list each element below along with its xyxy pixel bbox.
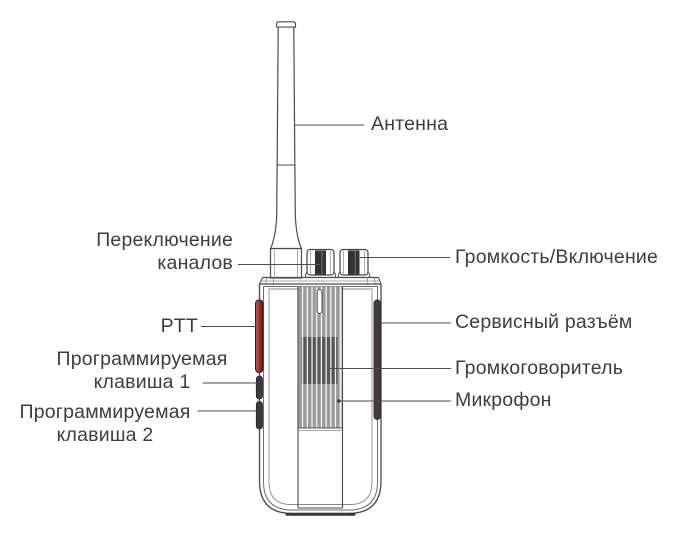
top-chamfer-ticks (265, 277, 376, 285)
antenna-shaft (269, 26, 303, 250)
label-speaker: Громкоговоритель (455, 357, 624, 379)
prog-key2-button (255, 401, 263, 430)
volume-knob-drawing (338, 248, 370, 278)
side-buttons-left (255, 299, 264, 430)
label-volume-power: Громкость/Включение (455, 246, 659, 268)
antenna-drawing (269, 21, 303, 279)
channel-knob-drawing (305, 248, 336, 278)
label-prog-key2: Программируемая клавиша 2 (19, 401, 191, 446)
microphone-hole (337, 399, 341, 403)
speaker-grille-drawing (298, 286, 343, 431)
body-mid-outline (263, 286, 378, 511)
volume-knob-grip (348, 250, 360, 275)
top-bevel-right (378, 277, 382, 285)
grille-dark-section (301, 337, 338, 384)
service-jack-cover (373, 299, 381, 420)
body-inner-outline (268, 288, 373, 505)
channel-knob-grip (315, 250, 326, 275)
indicator-slot (316, 289, 323, 314)
label-prog-key1: Программируемая клавиша 1 (56, 348, 228, 393)
label-channel-selector: Переключение каналов (96, 229, 233, 274)
label-service-jack: Сервисный разъём (455, 311, 633, 333)
ptt-button (255, 299, 264, 373)
radio-top-face (259, 276, 382, 285)
label-ptt: PTT (160, 315, 198, 337)
leader-lines (197, 124, 451, 412)
label-antenna: Антенна (371, 113, 449, 135)
antenna-tip-cap (275, 21, 297, 28)
antenna-base (269, 247, 303, 279)
label-microphone: Микрофон (455, 389, 552, 411)
top-bevel-left (259, 277, 263, 285)
prog-key1-button (255, 375, 263, 400)
